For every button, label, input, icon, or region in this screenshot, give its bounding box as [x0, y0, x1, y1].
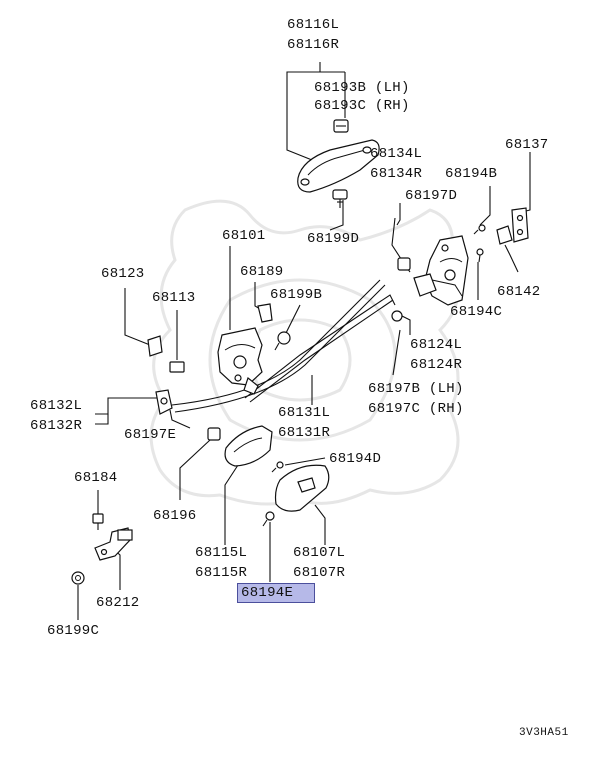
bracket-68137 [511, 207, 529, 243]
label-68194E-highlighted[interactable]: 68194E [237, 583, 315, 603]
outside-handle-68134 [297, 139, 380, 193]
label-68116L: 68116L [287, 17, 340, 33]
label-68134: 68134L 68134R [370, 146, 422, 182]
bolt-68199C [71, 571, 85, 585]
label-68194D: 68194D [329, 451, 382, 467]
leader-68123 [124, 288, 151, 346]
leader-68137 [521, 152, 531, 213]
label-68134R: 68134R [370, 166, 423, 182]
latch-68101 [217, 327, 263, 395]
label-68197B: 68197B (LH) [368, 381, 464, 397]
leader-68116 [286, 62, 321, 161]
lock-68132 [155, 389, 173, 415]
part-68196 [207, 427, 221, 441]
leader-68132 [95, 397, 160, 415]
label-68132L: 68132L [30, 398, 83, 414]
leader-68194B [479, 186, 491, 226]
label-68142: 68142 [497, 284, 541, 300]
label-68189: 68189 [240, 264, 284, 280]
leader-68197D [396, 203, 401, 226]
leader-68124 [399, 314, 411, 335]
leader-68196 [179, 439, 211, 500]
rod-68131-b [174, 284, 386, 413]
label-68197D: 68197D [405, 188, 458, 204]
part-68189 [257, 303, 273, 323]
bolt-68199D [332, 189, 348, 208]
label-68194B: 68194B [445, 166, 498, 182]
latch-rear [413, 235, 469, 306]
leader-68199B [284, 304, 301, 336]
label-68184: 68184 [74, 470, 118, 486]
label-68134L: 68134L [370, 146, 423, 162]
label-68124: 68124L 68124R [410, 337, 462, 373]
label-68116R: 68116R [287, 37, 340, 53]
label-68193C: 68193C (RH) [314, 98, 410, 114]
label-68137: 68137 [505, 137, 549, 153]
diagram-code: 3V3HA51 [519, 727, 569, 739]
label-68115R: 68115R [195, 565, 248, 581]
label-68115: 68115L 68115R [195, 545, 247, 581]
bolt-68199B [274, 331, 291, 351]
leader-68142 [504, 244, 519, 273]
label-68132: 68132L 68132R [30, 398, 82, 434]
clip-68197D [397, 257, 411, 271]
leader-68199D [329, 200, 344, 231]
part-68142 [496, 225, 513, 245]
label-68124L: 68124L [410, 337, 463, 353]
label-68132R: 68132R [30, 418, 83, 434]
rod-68124-b [249, 299, 394, 403]
part-68123 [147, 335, 163, 357]
leader-68197BC [392, 329, 401, 376]
label-68199C: 68199C [47, 623, 100, 639]
leader-68197E [169, 409, 191, 429]
bolt-68184 [92, 513, 104, 530]
leader-68132-b [95, 414, 109, 425]
clip-68124 [391, 310, 403, 322]
leader-68107 [314, 504, 326, 545]
leader-68194D [284, 457, 326, 466]
label-68131R: 68131R [278, 425, 331, 441]
bracket-68212 [94, 527, 133, 561]
inside-handle-68115 [224, 425, 273, 467]
label-68124R: 68124R [410, 357, 463, 373]
clip-68193 [333, 119, 349, 133]
label-68113: 68113 [152, 290, 196, 306]
label-68115L: 68115L [195, 545, 248, 561]
label-68212: 68212 [96, 595, 140, 611]
label-68107: 68107L 68107R [293, 545, 345, 581]
label-68193: 68193B (LH) 68193C (RH) [314, 80, 410, 114]
label-68196: 68196 [153, 508, 197, 524]
label-68131: 68131L 68131R [278, 405, 330, 441]
screw-68194D [271, 461, 284, 473]
screw-68194B [473, 224, 486, 235]
handle-cover-68107 [274, 464, 330, 512]
label-68193B: 68193B (LH) [314, 80, 410, 96]
part-68113 [169, 361, 185, 373]
label-68194C: 68194C [450, 304, 503, 320]
leader-68115 [224, 461, 241, 545]
label-68116: 68116L 68116R [287, 17, 339, 53]
label-68107R: 68107R [293, 565, 346, 581]
screw-68194C [476, 248, 484, 263]
screw-68194E [262, 511, 275, 527]
label-68107L: 68107L [293, 545, 346, 561]
label-68197BC: 68197B (LH) 68197C (RH) [368, 381, 464, 417]
label-68131L: 68131L [278, 405, 331, 421]
label-68197C: 68197C (RH) [368, 401, 464, 417]
label-68199D: 68199D [307, 231, 360, 247]
label-68101: 68101 [222, 228, 266, 244]
label-68123: 68123 [101, 266, 145, 282]
label-68199B: 68199B [270, 287, 323, 303]
label-68197E: 68197E [124, 427, 177, 443]
